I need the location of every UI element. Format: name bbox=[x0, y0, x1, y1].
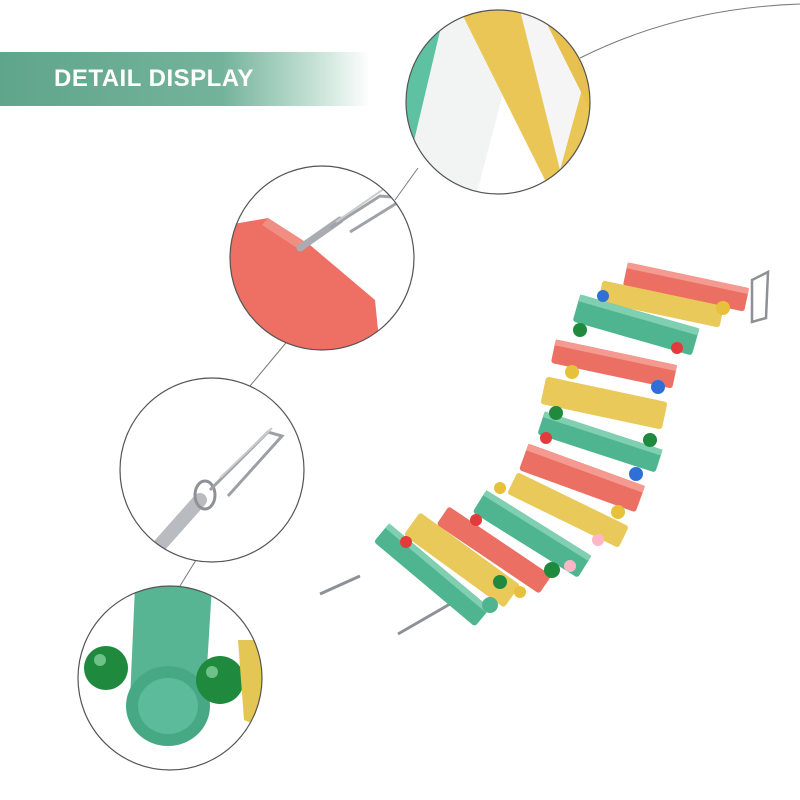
connector-lines bbox=[179, 3, 800, 587]
plank-yellow-2 bbox=[541, 376, 667, 430]
plank-yellow-4 bbox=[404, 513, 520, 607]
plank-yellow-3 bbox=[508, 473, 628, 547]
detail-circle-planks bbox=[406, 10, 590, 194]
plank-yellow-1 bbox=[598, 280, 724, 328]
beads bbox=[400, 290, 730, 613]
connector-line-3 bbox=[244, 337, 291, 393]
detail-circle-2-border bbox=[229, 165, 415, 351]
connector-line-2 bbox=[394, 167, 419, 201]
connector-line-4 bbox=[179, 559, 197, 587]
plank-green-1 bbox=[573, 294, 700, 355]
plank-green-3 bbox=[473, 490, 592, 577]
connector-line-1 bbox=[579, 3, 800, 59]
detail-circle-1-border bbox=[405, 9, 591, 195]
detail-banner: DETAIL DISPLAY bbox=[0, 52, 370, 106]
detail-circle-green-beads bbox=[78, 586, 262, 770]
plank-red-1 bbox=[623, 262, 750, 312]
plank-green-4 bbox=[374, 523, 491, 626]
detail-circle-4-border bbox=[77, 585, 263, 771]
plank-green-2 bbox=[538, 411, 663, 472]
plank-red-3 bbox=[519, 443, 646, 512]
plank-red-2 bbox=[551, 339, 678, 389]
hook-top-right bbox=[750, 269, 770, 324]
plank-red-4 bbox=[437, 507, 551, 593]
banner-title: DETAIL DISPLAY bbox=[54, 65, 254, 92]
ladder-bridge bbox=[319, 262, 770, 636]
green-bead bbox=[84, 646, 128, 690]
green-bead bbox=[196, 656, 244, 704]
hook-left-2 bbox=[397, 602, 451, 636]
red-plank bbox=[230, 218, 380, 350]
detail-circle-clip bbox=[120, 378, 304, 562]
hook-left-1 bbox=[319, 574, 361, 596]
detail-circle-red-hook bbox=[230, 166, 414, 350]
detail-circle-3-border bbox=[119, 377, 305, 563]
